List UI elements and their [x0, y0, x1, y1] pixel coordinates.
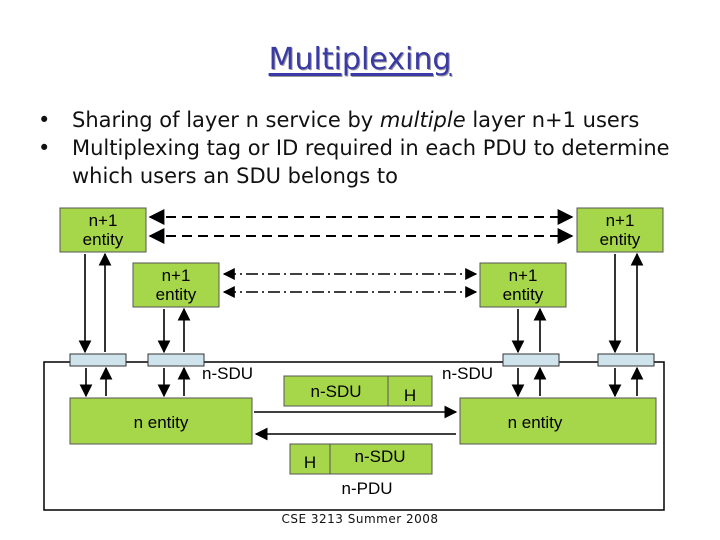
entity-mid-right-box — [479, 262, 567, 308]
pdu-upper-sdu-label: n-SDU — [310, 382, 361, 401]
entity-top-right-line2: entity — [600, 230, 641, 249]
entity-mid-left-line1: n+1 — [162, 266, 191, 285]
bullet-text-emphasis: multiple — [379, 108, 466, 132]
pdu-lower-sdu-label: n-SDU — [354, 447, 405, 466]
entity-mid-left-box — [132, 262, 220, 308]
pdu-label: n-PDU — [341, 479, 392, 498]
layer-n-boundary — [43, 361, 665, 511]
pdu-lower-header-label: H — [304, 453, 316, 472]
pdu-upper-sdu-box — [283, 375, 389, 407]
bullet-item-tag: Multiplexing tag or ID required in each … — [38, 134, 708, 190]
n-entity-left-box — [69, 397, 253, 445]
entity-mid-right-line1: n+1 — [509, 266, 538, 285]
entity-mid-left-line2: entity — [156, 285, 197, 304]
bullet-text-prefix: Sharing of layer n service by — [72, 108, 380, 132]
entity-top-left-line2: entity — [83, 230, 124, 249]
n-entity-right-box — [459, 397, 657, 445]
entity-top-right-line1: n+1 — [606, 211, 635, 230]
sap-right-inner — [502, 353, 560, 367]
sap-right-outer — [597, 353, 655, 367]
pdu-upper-header-box — [387, 375, 433, 407]
pdu-lower-sdu-box — [329, 443, 433, 475]
sap-left-outer — [69, 353, 127, 367]
entity-top-right-box — [576, 207, 664, 253]
bullet-text-suffix: layer n+1 users — [465, 108, 640, 132]
entity-top-left-box — [59, 207, 147, 253]
bullet-list: Sharing of layer n service by multiple l… — [38, 106, 708, 190]
n-entity-left-label: n entity — [134, 413, 189, 432]
entity-mid-right-line2: entity — [503, 285, 544, 304]
n-entity-right-label: n entity — [508, 413, 563, 432]
footer-course-label: CSE 3213 Summer 2008 — [281, 512, 439, 526]
entity-top-left-line1: n+1 — [89, 211, 118, 230]
slide-title: Multiplexing — [268, 42, 452, 77]
sap-left-inner — [147, 353, 205, 367]
pdu-lower-header-box — [289, 443, 331, 475]
sdu-right-label: n-SDU — [442, 364, 493, 383]
bullet-item-sharing: Sharing of layer n service by multiple l… — [38, 106, 708, 134]
pdu-upper-header-label: H — [404, 386, 416, 405]
sdu-left-label: n-SDU — [202, 364, 253, 383]
